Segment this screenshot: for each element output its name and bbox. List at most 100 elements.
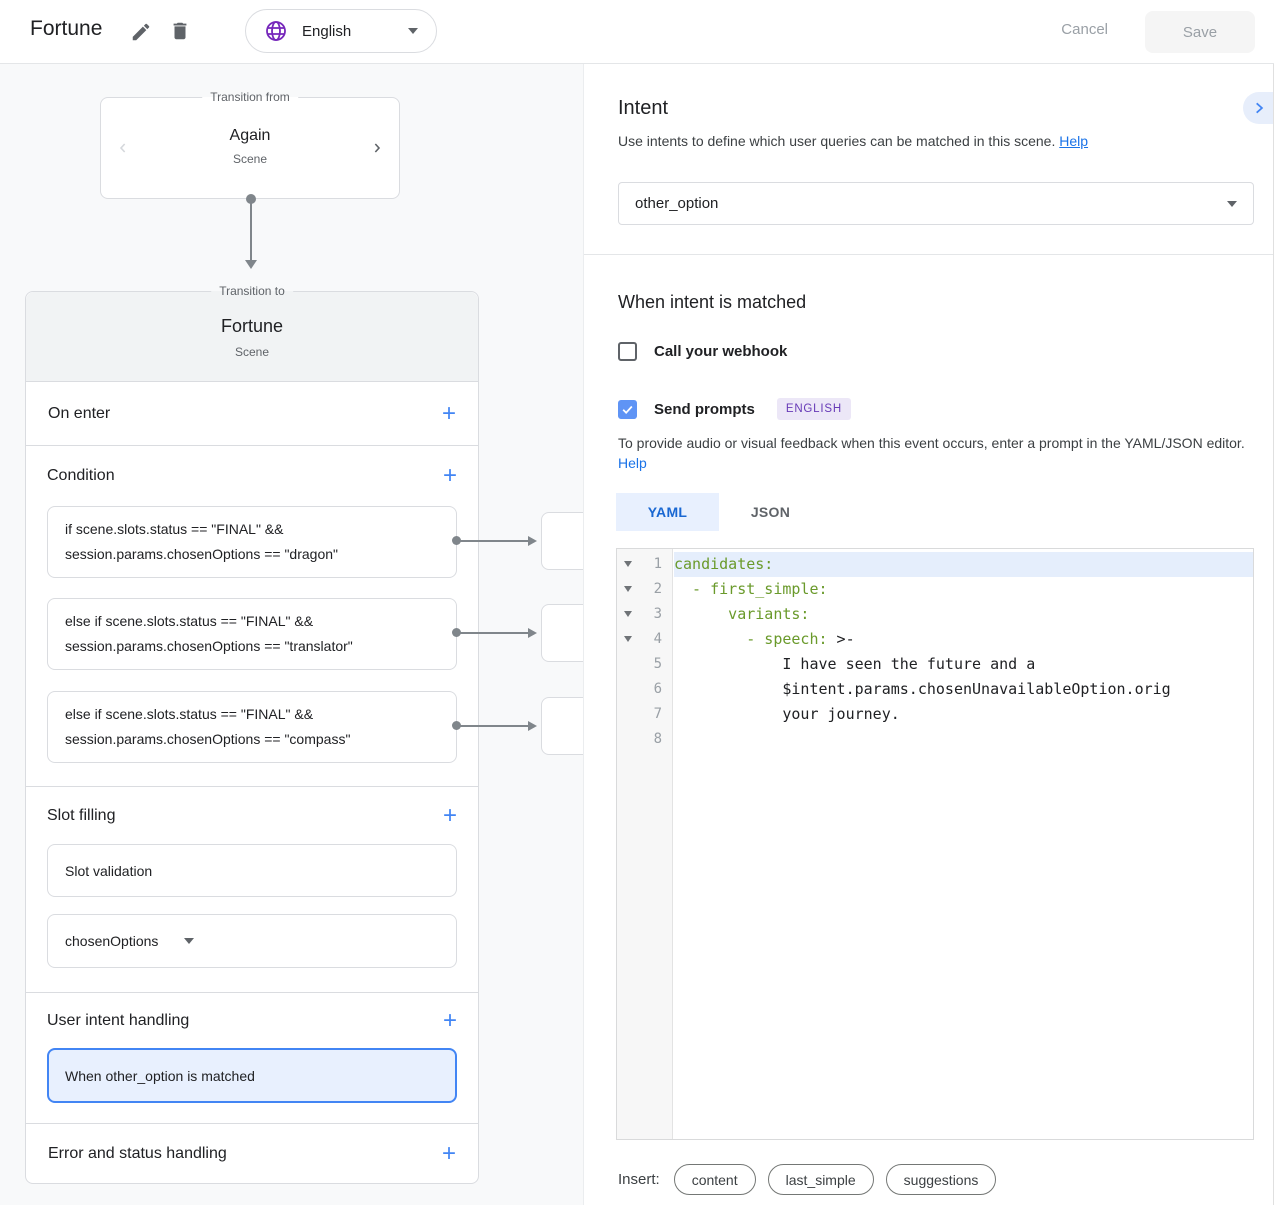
condition-card-2[interactable]: else if scene.slots.status == "FINAL" &&… — [47, 598, 457, 670]
connector-arrowhead — [245, 260, 257, 269]
slot-parameter-card[interactable]: chosenOptions — [47, 914, 457, 968]
webhook-checkbox[interactable] — [618, 342, 637, 361]
tab-yaml[interactable]: YAML — [616, 493, 719, 531]
connector-line — [250, 202, 252, 260]
on-enter-section: On enter — [26, 382, 478, 446]
condition-2-line-2: session.params.chosenOptions == "transla… — [65, 638, 353, 654]
transition-from-card[interactable]: Transition from Again Scene — [100, 90, 400, 199]
chevron-down-icon — [408, 28, 418, 34]
code-line-3[interactable]: variants: — [674, 602, 1253, 627]
insert-suggestions-chip[interactable]: suggestions — [885, 1164, 997, 1195]
connector-arrowhead — [528, 721, 537, 731]
send-prompts-row: Send prompts ENGLISH — [618, 398, 851, 420]
intent-dropdown-value: other_option — [635, 195, 719, 212]
from-scene-type: Scene — [232, 152, 268, 166]
webhook-row: Call your webhook — [618, 342, 787, 361]
connector-dot — [246, 194, 256, 204]
yaml-key: candidates: — [674, 555, 774, 573]
connector-line — [458, 725, 530, 727]
code-line-1[interactable]: candidates: — [674, 552, 1253, 577]
insert-toolbar: Insert: content last_simple suggestions — [618, 1164, 1008, 1195]
yaml-text: I have seen the future and a — [674, 655, 1036, 673]
language-selector[interactable]: English — [245, 9, 437, 53]
chevron-right-icon — [1252, 101, 1266, 115]
fold-icon[interactable] — [624, 611, 632, 617]
transition-target-box-1[interactable] — [541, 512, 583, 570]
add-condition-button[interactable] — [443, 464, 457, 488]
cancel-button[interactable]: Cancel — [1061, 21, 1108, 38]
panel-title: Intent — [618, 97, 669, 119]
line-number: 4 — [653, 631, 662, 647]
connector-dot — [452, 628, 461, 637]
line-number: 3 — [653, 606, 662, 622]
divider — [584, 254, 1273, 255]
transition-target-box-3[interactable] — [541, 697, 583, 755]
intent-description: Use intents to define which user queries… — [618, 133, 1088, 149]
checkmark-icon — [621, 403, 634, 416]
edit-scene-button[interactable] — [128, 19, 154, 45]
send-prompts-checkbox[interactable] — [618, 399, 637, 419]
code-line-5[interactable]: I have seen the future and a — [674, 652, 1253, 677]
yaml-key: - speech: — [674, 630, 828, 648]
line-number: 5 — [653, 656, 662, 672]
condition-card-3[interactable]: else if scene.slots.status == "FINAL" &&… — [47, 691, 457, 763]
connector-line — [458, 540, 530, 542]
language-badge: ENGLISH — [776, 398, 851, 420]
condition-1-line-2: session.params.chosenOptions == "dragon" — [65, 546, 338, 562]
scene-type: Scene — [234, 345, 270, 359]
webhook-label: Call your webhook — [654, 343, 788, 360]
intent-handler-label: When other_option is matched — [65, 1067, 255, 1084]
connector-dot — [452, 721, 461, 730]
fold-icon[interactable] — [624, 561, 632, 567]
tab-json[interactable]: JSON — [750, 504, 791, 520]
editor-tabs: YAML JSON — [616, 493, 822, 531]
yaml-text: your journey. — [674, 705, 900, 723]
delete-scene-button[interactable] — [167, 18, 193, 44]
transition-target-box-2[interactable] — [541, 604, 583, 662]
intent-help-link[interactable]: Help — [1059, 133, 1089, 149]
save-button[interactable]: Save — [1145, 11, 1255, 53]
intent-detail-panel: Intent Use intents to define which user … — [583, 64, 1274, 1205]
collapse-panel-button[interactable] — [1243, 92, 1273, 124]
fold-icon[interactable] — [624, 636, 632, 642]
condition-title: Condition — [47, 467, 115, 484]
prev-scene-chevron-icon[interactable] — [115, 140, 131, 156]
line-number: 6 — [653, 681, 662, 697]
insert-last-simple-chip[interactable]: last_simple — [767, 1164, 874, 1195]
code-line-6[interactable]: $intent.params.chosenUnavailableOption.o… — [674, 677, 1253, 702]
slot-parameter-label: chosenOptions — [65, 933, 159, 949]
next-scene-chevron-icon[interactable] — [369, 140, 385, 156]
scene-card: Transition to Fortune Scene On enter Con… — [25, 284, 479, 1184]
condition-section: Condition if scene.slots.status == "FINA… — [26, 446, 478, 787]
add-intent-handler-button[interactable] — [443, 1009, 457, 1033]
editor-code-area[interactable]: candidates: - first_simple: variants: - … — [674, 549, 1253, 752]
add-error-handler-button[interactable] — [442, 1142, 456, 1166]
add-on-enter-button[interactable] — [442, 402, 456, 426]
insert-content-chip[interactable]: content — [673, 1164, 756, 1195]
fold-icon[interactable] — [624, 586, 632, 592]
line-number: 1 — [653, 556, 662, 572]
transition-to-legend: Transition to — [211, 284, 293, 298]
prompts-description-text: To provide audio or visual feedback when… — [618, 435, 1245, 451]
on-enter-title: On enter — [48, 404, 111, 422]
yaml-key: - first_simple: — [674, 580, 828, 598]
intent-dropdown[interactable]: other_option — [618, 182, 1254, 225]
send-prompts-label: Send prompts — [654, 400, 755, 418]
slot-validation-card[interactable]: Slot validation — [47, 844, 457, 897]
code-line-7[interactable]: your journey. — [674, 702, 1253, 727]
connector-dot — [452, 536, 461, 545]
code-line-4[interactable]: - speech: >- — [674, 627, 1253, 652]
yaml-text: >- — [827, 630, 855, 648]
code-line-8[interactable] — [674, 727, 1253, 752]
slot-filling-section: Slot filling Slot validation chosenOptio… — [26, 787, 478, 993]
yaml-editor[interactable]: 1 2 3 4 5 6 7 8 candidates: - first_simp… — [616, 548, 1254, 1140]
intent-handler-card-selected[interactable]: When other_option is matched — [47, 1048, 457, 1103]
condition-card-1[interactable]: if scene.slots.status == "FINAL" && sess… — [47, 506, 457, 578]
error-handling-title: Error and status handling — [48, 1144, 227, 1162]
prompts-help-link[interactable]: Help — [618, 455, 647, 471]
add-slot-button[interactable] — [443, 804, 457, 828]
trash-icon — [169, 20, 191, 42]
condition-1-line-1: if scene.slots.status == "FINAL" && — [65, 521, 284, 537]
code-line-2[interactable]: - first_simple: — [674, 577, 1253, 602]
scene-title: Fortune — [30, 17, 103, 40]
